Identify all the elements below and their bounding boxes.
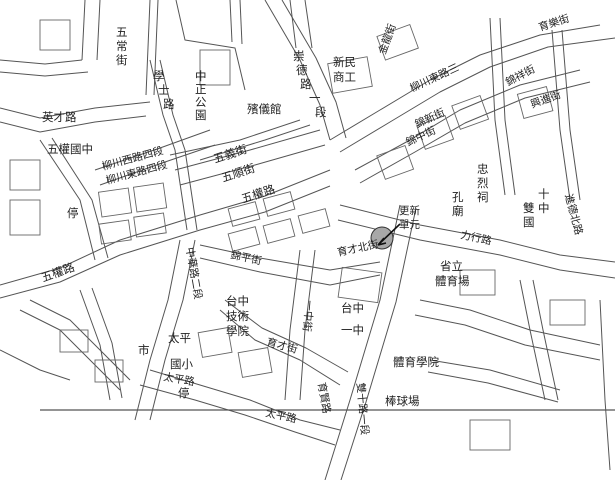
svg-text:雙: 雙 <box>523 201 535 215</box>
svg-text:園: 園 <box>195 108 207 122</box>
label-jinde-n: 進德北路 <box>562 192 586 236</box>
svg-text:一: 一 <box>309 91 321 105</box>
svg-text:崇: 崇 <box>293 49 305 63</box>
map-labels: 五 常 街 學 士 路 中 正 公 園 崇 德 路 一 段 殯儀館 新民 <box>39 12 585 436</box>
label-bangqiu: 棒球場 <box>385 394 420 408</box>
svg-text:技術: 技術 <box>226 309 249 323</box>
svg-text:祠: 祠 <box>477 190 489 204</box>
svg-text:德: 德 <box>296 63 308 77</box>
svg-text:一中: 一中 <box>341 323 364 337</box>
svg-text:常: 常 <box>116 39 128 53</box>
label-wuxun-jie: 五順街 <box>220 161 258 185</box>
label-jinping-jie: 錦平街 <box>229 248 263 267</box>
svg-text:路: 路 <box>163 97 175 111</box>
svg-text:太平: 太平 <box>168 331 191 345</box>
label-ting2: 停 <box>178 386 190 400</box>
svg-text:國小: 國小 <box>170 357 193 371</box>
svg-text:五: 五 <box>116 25 128 39</box>
label-gengxin: 更新 單元 <box>399 204 420 231</box>
label-lixing-lu: 力行路 <box>459 228 493 247</box>
label-binyiguan: 殯儀館 <box>247 102 282 116</box>
svg-text:孔: 孔 <box>452 190 464 204</box>
svg-text:正: 正 <box>195 82 207 96</box>
label-shengli: 省立 體育場 <box>435 259 470 288</box>
label-zhongxiao: 中華路二段 <box>183 246 205 300</box>
svg-text:十: 十 <box>538 187 550 201</box>
svg-text:單元: 單元 <box>399 219 420 231</box>
label-jinlong-jie: 金龍街 <box>376 22 399 57</box>
svg-text:街: 街 <box>116 53 128 67</box>
label-wuquan-lu-mid: 五權路 <box>240 182 278 206</box>
svg-text:台中: 台中 <box>226 294 249 308</box>
city-blocks <box>9 19 586 451</box>
label-yingcai-lu: 英才路 <box>42 110 77 124</box>
label-taiping-lu: 太平路 <box>264 406 298 425</box>
location-arrow-icon <box>377 223 401 246</box>
svg-text:中: 中 <box>195 69 207 83</box>
label-yuxian-lu: 育賢路 <box>315 381 333 415</box>
label-xinmin: 新民 商工 <box>333 55 356 84</box>
svg-text:段: 段 <box>315 105 327 119</box>
svg-text:學: 學 <box>153 69 165 83</box>
label-xueshi-lu: 學 士 路 <box>153 69 175 111</box>
label-chongde-lu: 崇 德 路 一 段 <box>293 49 327 119</box>
svg-text:學院: 學院 <box>226 324 249 338</box>
svg-text:體育場: 體育場 <box>435 274 470 288</box>
label-yucai-n: 育才北街 <box>336 237 380 259</box>
svg-text:公: 公 <box>195 95 207 109</box>
label-shuangshi-lu: 雙十路一段 <box>354 382 372 436</box>
svg-text:中: 中 <box>538 201 550 215</box>
label-tiyu-xueyuan: 體育學院 <box>393 355 439 369</box>
svg-text:新民: 新民 <box>333 55 356 69</box>
label-kongmiao: 孔 廟 <box>452 190 464 218</box>
label-taiping-lu-small: 太平路 <box>162 370 196 388</box>
label-zhongzheng-park: 中 正 公 園 <box>195 69 207 122</box>
label-wuquan-middle: 五權國中 <box>47 142 93 156</box>
label-wuchang-jie: 五 常 街 <box>116 25 128 67</box>
label-shuangshi: 雙 國 十 中 <box>523 187 550 229</box>
location-marker[interactable] <box>370 223 401 250</box>
label-yucai-jie: 育才街 <box>265 335 299 356</box>
svg-text:廟: 廟 <box>452 204 464 218</box>
label-yizhong-jie: 一中街 <box>300 300 316 333</box>
label-tc-tech: 台中 技術 學院 <box>226 294 249 338</box>
label-liuchuan: 柳川東路三 <box>408 61 461 95</box>
svg-text:路: 路 <box>300 77 312 91</box>
label-taiping: 太平 國小 <box>168 331 193 371</box>
svg-text:商工: 商工 <box>333 70 356 84</box>
label-ting: 停 <box>67 206 79 220</box>
svg-text:台中: 台中 <box>341 301 364 315</box>
label-shi: 市 <box>138 343 150 357</box>
svg-text:烈: 烈 <box>477 176 489 190</box>
label-tc-first: 台中 一中 <box>341 301 364 337</box>
label-zhonglie: 忠 烈 祠 <box>477 162 489 204</box>
svg-text:更新: 更新 <box>399 204 420 217</box>
svg-text:國: 國 <box>523 215 535 229</box>
svg-text:士: 士 <box>158 83 170 97</box>
label-wuquan-lu-left: 五權路 <box>39 260 77 285</box>
svg-text:省立: 省立 <box>440 259 463 273</box>
svg-text:忠: 忠 <box>477 162 489 176</box>
